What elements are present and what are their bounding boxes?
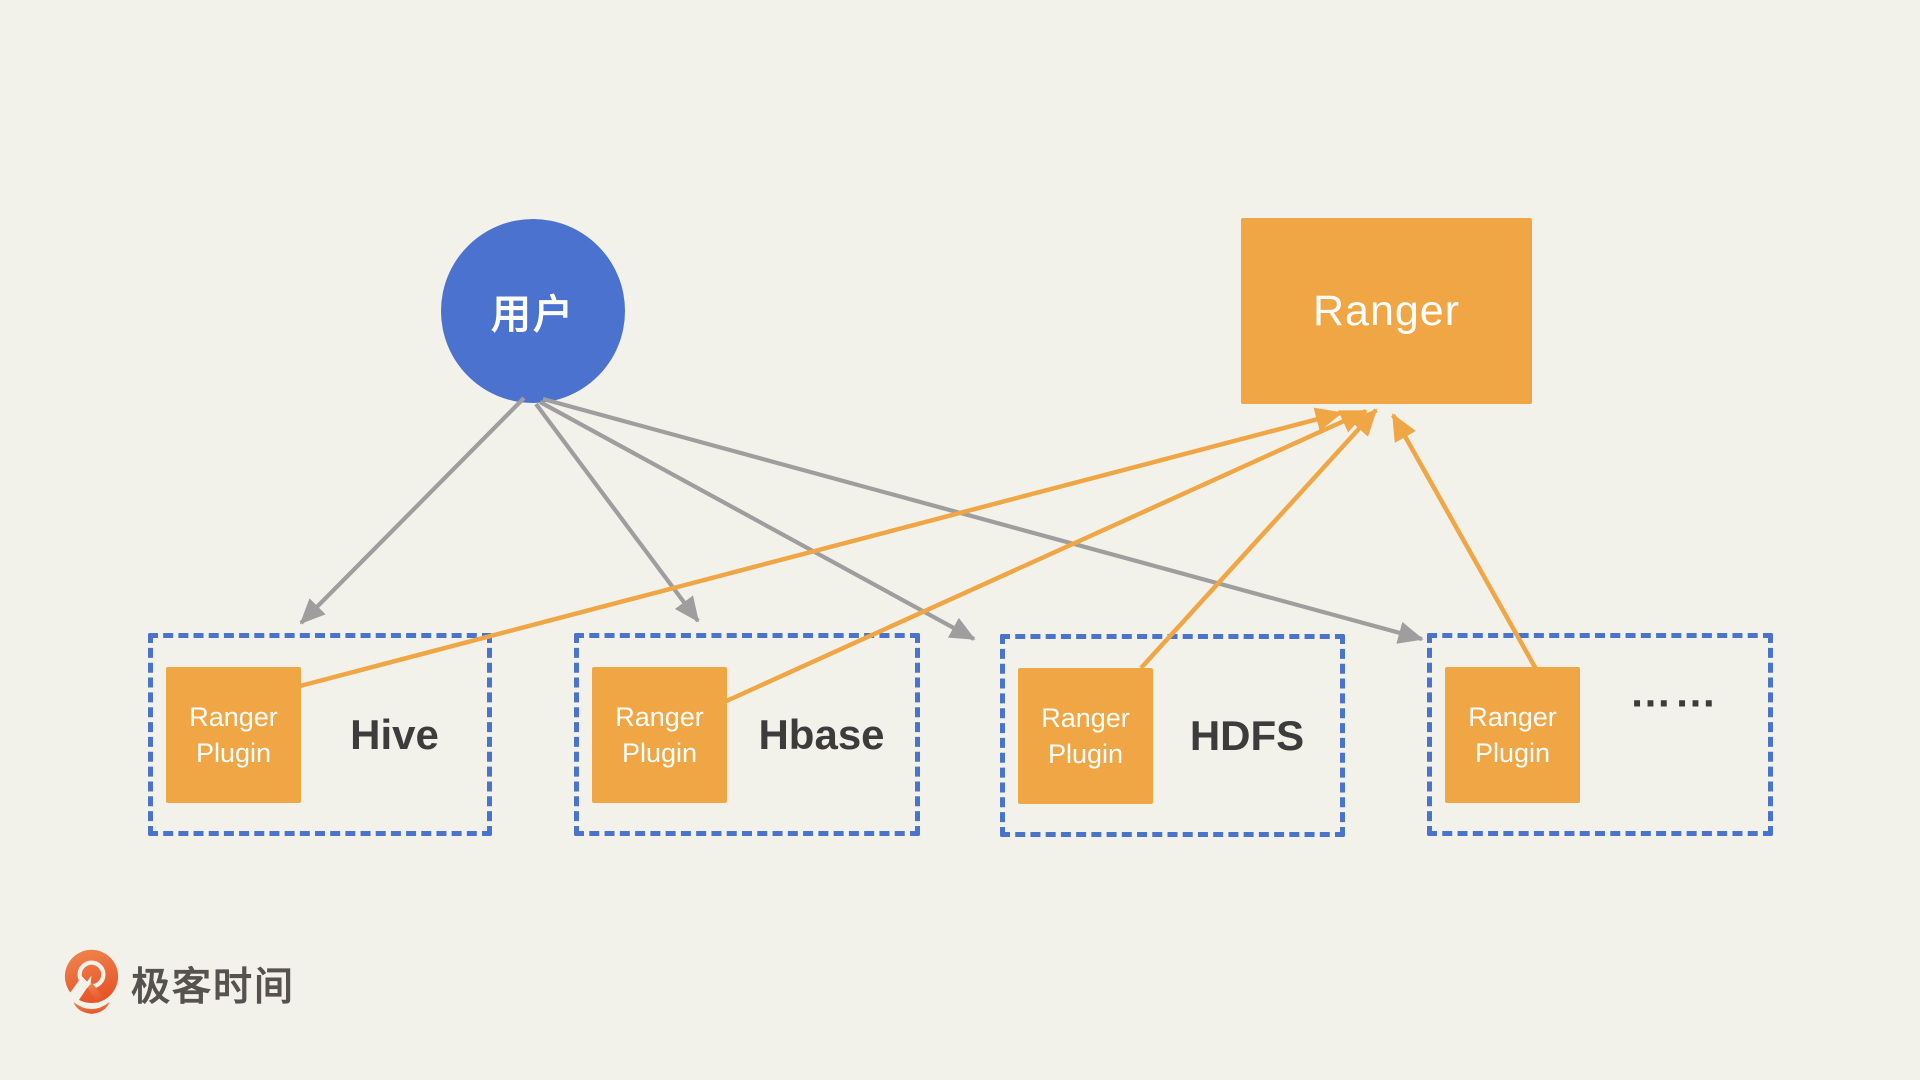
ranger-node: Ranger [1241,218,1532,404]
service-label-others: …… [1629,668,1720,716]
user-node-label: 用户 [491,293,575,337]
ranger-plugin-label: Ranger Plugin [1468,701,1557,768]
arrow-user-to-hive [299,396,526,625]
service-label-hbase: Hbase [758,710,885,758]
geektime-logo-icon [63,949,119,1014]
ranger-plugin-label: Ranger Plugin [189,701,278,768]
service-box-hbase: Ranger Plugin Hbase [574,633,920,836]
ranger-node-label: Ranger [1312,286,1461,335]
arrow-user-to-hdfs [538,400,976,641]
arrow-user-to-hbase [534,402,700,623]
service-label-hive: Hive [350,710,439,758]
service-box-hive: Ranger Plugin Hive [148,633,492,836]
service-box-others: Ranger Plugin …… [1427,633,1773,836]
arrow-hdfs-plugin-to-ranger [1139,408,1378,670]
ranger-plugin-label: Ranger Plugin [615,701,704,768]
ranger-plugin-label: Ranger Plugin [1041,702,1130,769]
service-box-hdfs: Ranger Plugin HDFS [1000,634,1345,837]
user-node: 用户 [441,219,625,403]
arrow-others-plugin-to-ranger [1391,413,1538,671]
ranger-plugin-box-hive: Ranger Plugin [166,667,301,803]
arrow-user-to-others [542,396,1424,644]
brand-logo: 极客时间 [63,948,295,1020]
brand-logo-text: 极客时间 [131,966,296,1009]
service-label-hdfs: HDFS [1189,711,1305,759]
ranger-plugin-box-hdfs: Ranger Plugin [1018,668,1153,804]
ranger-plugin-box-others: Ranger Plugin [1445,667,1580,803]
ranger-plugin-box-hbase: Ranger Plugin [592,667,727,803]
